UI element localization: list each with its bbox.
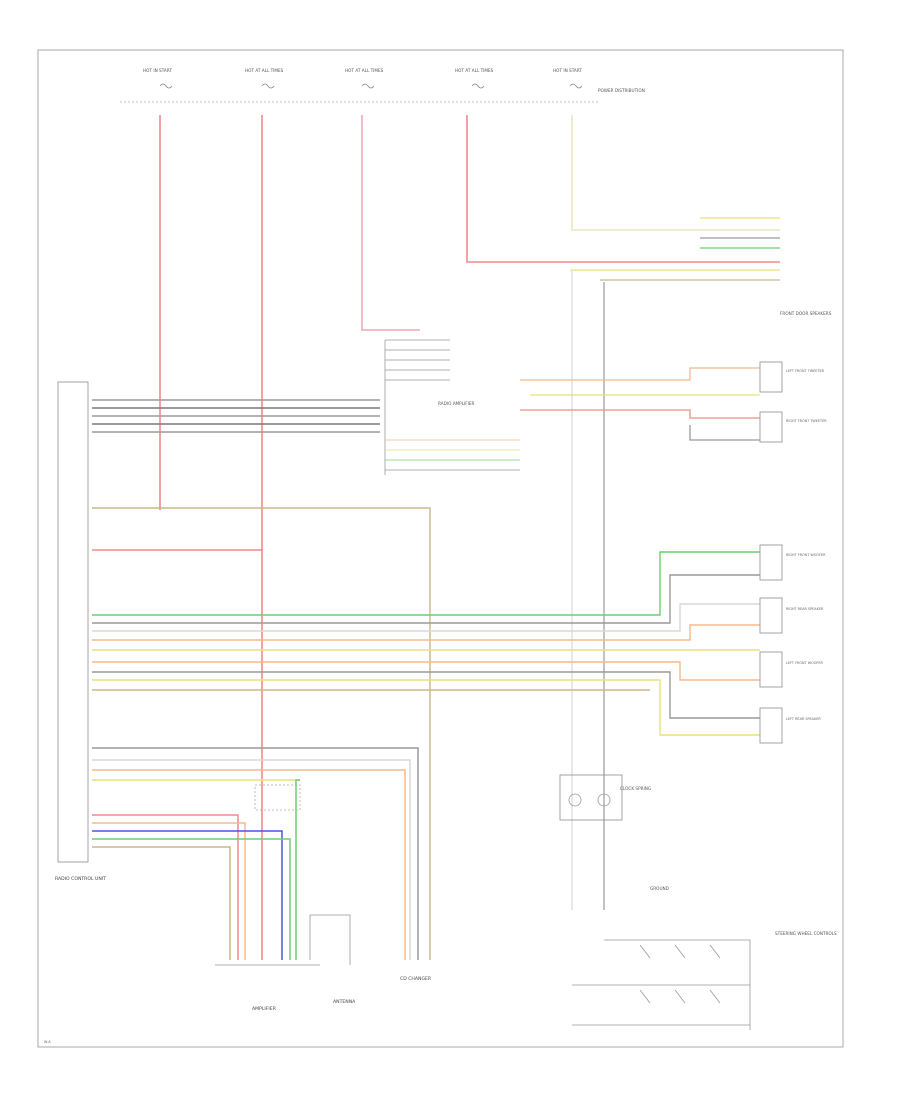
door-speakers-label: FRONT DOOR SPEAKERS	[780, 311, 832, 316]
amplifier-label: AMPLIFIER	[252, 1006, 277, 1012]
wire-pink-3	[361, 115, 420, 331]
fuse-label-1: HOT IN START	[143, 68, 172, 73]
speaker-label-lr: LEFT REAR SPEAKER	[786, 717, 821, 721]
amp-connector-box	[254, 784, 301, 811]
clock-spring: CLOCK SPRING	[559, 774, 651, 821]
lower-bundle	[92, 747, 419, 960]
speaker-label-rf-tweeter: RIGHT FRONT TWEETER	[786, 419, 827, 423]
unit-power-wires	[92, 507, 431, 960]
wire-red-4	[466, 115, 780, 263]
tweeter-wires	[520, 367, 760, 441]
fuse-label-4: HOT AT ALL TIMES	[455, 68, 494, 73]
upper-bus	[92, 399, 380, 433]
lower-speakers: RIGHT FRONT WOOFER RIGHT REAR SPEAKER LE…	[759, 544, 826, 744]
fuse-label-2: HOT AT ALL TIMES	[245, 68, 284, 73]
ground-label: GROUND	[650, 886, 669, 891]
steering-controls	[572, 939, 751, 1030]
tweeter-speakers: LEFT FRONT TWEETER RIGHT FRONT TWEETER F…	[759, 311, 832, 443]
radio-control-unit	[57, 381, 89, 863]
feed-wires	[159, 115, 780, 960]
right-upper-wires	[570, 217, 780, 910]
center-connector	[384, 339, 520, 475]
fuse-panel-label: POWER DISTRIBUTION	[598, 88, 645, 93]
radio-control-unit-label: RADIO CONTROL UNIT	[55, 876, 106, 882]
cd-changer-label: CD CHANGER	[400, 976, 432, 982]
fuse-label-3: HOT AT ALL TIMES	[345, 68, 384, 73]
steering-controls-label: STEERING WHEEL CONTROLS	[775, 931, 837, 936]
speaker-label-rf-woofer: RIGHT FRONT WOOFER	[786, 553, 826, 557]
diagram-frame	[37, 49, 844, 1048]
bottom-connector: AMPLIFIER CD CHANGER ANTENNA	[215, 914, 432, 1012]
fuse-label-5: HOT IN START	[553, 68, 582, 73]
fuse-labels: HOT IN START HOT AT ALL TIMES HOT AT ALL…	[143, 68, 645, 93]
speaker-label-lf-tweeter: LEFT FRONT TWEETER	[786, 369, 825, 373]
wire-pale-5	[571, 115, 780, 231]
radio-amp-label: RADIO AMPLIFIER	[438, 401, 475, 406]
clock-spring-label: CLOCK SPRING	[620, 786, 651, 791]
fuse-symbols	[159, 83, 583, 89]
antenna-label: ANTENNA	[333, 999, 356, 1005]
speaker-label-rr: RIGHT REAR SPEAKER	[786, 607, 824, 611]
speaker-bus	[92, 551, 760, 736]
diagram-code: W-A	[44, 1040, 51, 1044]
speaker-label-lf-woofer: LEFT FRONT WOOFER	[786, 661, 824, 665]
